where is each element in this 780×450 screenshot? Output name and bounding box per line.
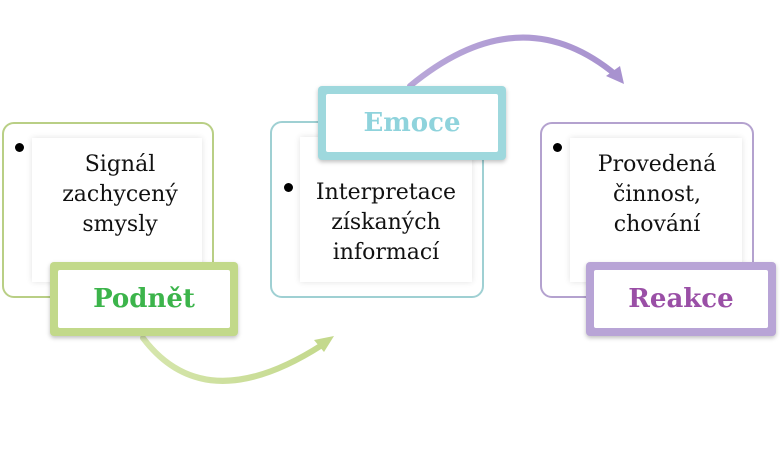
stage-3-description-line: činnost, [612,182,702,207]
stage-2-description-line: informací [332,240,440,265]
stage-3-description-line: Provedená [597,152,717,177]
arrow-stage2-to-stage3 [407,34,624,89]
stage-box-1 [2,122,214,298]
stage-box-2-content [300,137,472,282]
stage-label-1: Podnět [50,262,238,336]
stage-label-2-text: Emoce [326,94,498,152]
arrow-stage1-to-stage2 [140,335,334,384]
stage-1-description-line: Signál [84,152,156,177]
stage-1-description-line: smysly [82,212,158,237]
stage-label-1-text: Podnět [58,270,230,328]
stage-label-3: Reakce [586,262,776,336]
stage-2-description: Interpretace získaných informací [296,178,476,268]
stage-3-description-line: chování [613,212,701,237]
stage-2-bullet [284,183,293,192]
stage-box-1-content [32,138,202,282]
stage-3-bullet [553,143,562,152]
stage-1-description: Signál zachycený smysly [30,150,210,240]
stage-1-bullet [15,143,24,152]
stage-box-3-content [570,138,742,282]
stage-1-description-line: zachycený [62,182,178,207]
stage-2-description-line: získaných [331,210,441,235]
stage-3-description: Provedená činnost, chování [566,150,748,240]
stage-label-3-text: Reakce [594,270,768,328]
stage-label-2: Emoce [318,86,506,160]
stage-2-description-line: Interpretace [315,180,457,205]
